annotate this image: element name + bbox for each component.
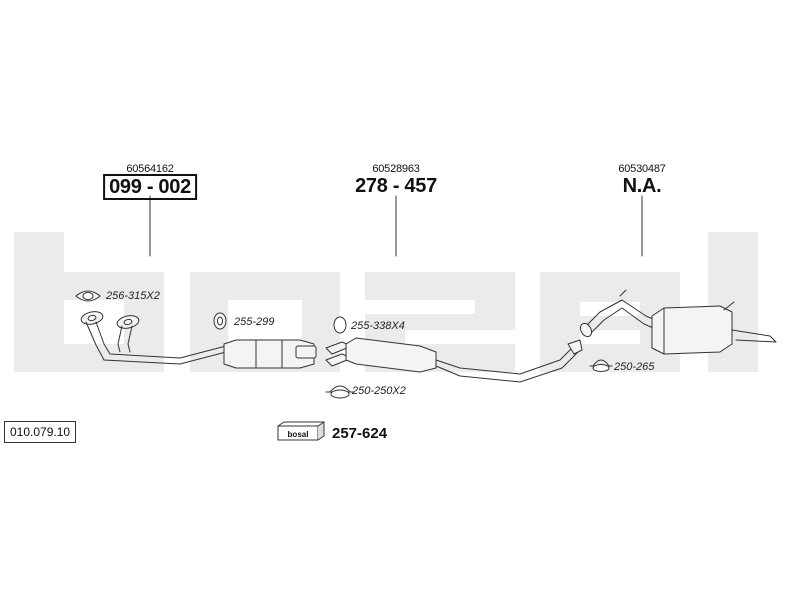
label-clamp-lower: 250-250X2 bbox=[352, 385, 406, 397]
clamp-icon-rear bbox=[589, 359, 613, 372]
kit-number: 257-624 bbox=[332, 425, 388, 442]
clamp-icon-mid bbox=[333, 316, 347, 334]
part-number-front: 099 - 002 bbox=[103, 174, 197, 200]
ring-icon bbox=[213, 312, 227, 330]
front-downpipe-drawing bbox=[80, 311, 317, 369]
label-clamp-rear: 250-265 bbox=[614, 361, 655, 373]
diagram-reference-number: 010.079.10 bbox=[4, 421, 77, 443]
label-clamp-mid: 255-338X4 bbox=[351, 320, 405, 332]
part-number-middle: 278 - 457 bbox=[355, 175, 437, 197]
label-gasket-front: 256-315X2 bbox=[106, 290, 160, 302]
oe-number-front: 60564162 bbox=[126, 163, 174, 175]
gasket-icon bbox=[75, 290, 101, 302]
kit-logo-box bbox=[277, 421, 325, 441]
kit-logo-text: bosal bbox=[288, 430, 309, 439]
rear-silencer-drawing bbox=[579, 289, 777, 355]
label-ring-mid: 255-299 bbox=[234, 316, 275, 328]
oe-number-rear: 60530487 bbox=[618, 163, 666, 175]
part-number-rear: N.A. bbox=[622, 175, 662, 197]
middle-silencer-drawing bbox=[325, 337, 583, 383]
oe-number-middle: 60528963 bbox=[372, 163, 420, 175]
clamp-icon-lower bbox=[325, 385, 355, 399]
